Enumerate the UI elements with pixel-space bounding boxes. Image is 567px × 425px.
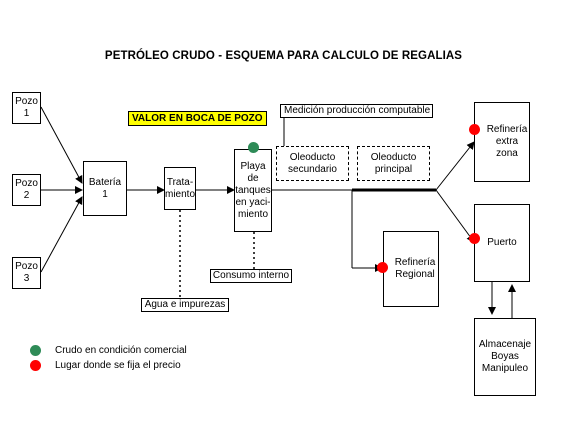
medicion-label: Medición producción computable [280, 104, 433, 118]
oleoducto-principal-box: Oleoducto principal [357, 146, 430, 181]
consumo-interno-label: Consumo interno [210, 269, 292, 283]
red-dot-refineria-extra [469, 124, 480, 135]
valor-boca-pozo-label: VALOR EN BOCA DE POZO [128, 111, 267, 126]
refineria-regional-box: Refinería Regional [383, 231, 439, 307]
agua-impurezas-label: Agua e impurezas [141, 298, 229, 312]
puerto-box: Puerto [474, 204, 530, 282]
legend-green-text: Crudo en condición comercial [55, 345, 187, 356]
legend-red-text: Lugar donde se fija el precio [55, 360, 181, 371]
red-dot-puerto [469, 233, 480, 244]
oleoducto-secundario-box: Oleoducto secundario [276, 146, 349, 181]
tratamiento-box: Trata- miento [164, 167, 196, 210]
refineria-extra-zona-box: Refinería extra zona [474, 102, 530, 182]
red-dot-refineria-regional [377, 262, 388, 273]
diagram-title: PETRÓLEO CRUDO - ESQUEMA PARA CALCULO DE… [104, 50, 463, 62]
pozo-1-box: Pozo 1 [12, 92, 41, 124]
bateria-box: Batería 1 [83, 161, 127, 216]
legend-red-dot [30, 360, 41, 371]
almacenaje-box: Almacenaje Boyas Manipuleo [474, 318, 536, 396]
legend-green-dot [30, 345, 41, 356]
pozo-2-box: Pozo 2 [12, 174, 41, 206]
playa-tanques-box: Playa de tanques en yaci- miento [234, 149, 272, 232]
green-dot-playa [248, 142, 259, 153]
pozo-3-box: Pozo 3 [12, 257, 41, 289]
